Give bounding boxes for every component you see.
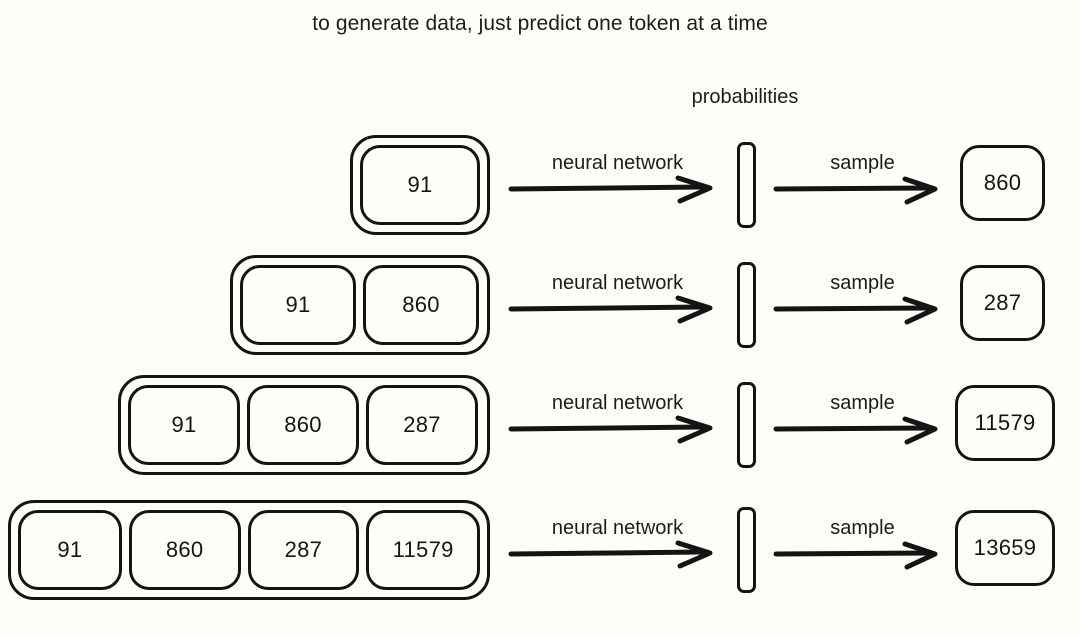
probabilities-bar (737, 507, 756, 593)
sampled-token-box: 287 (960, 265, 1045, 341)
neural-network-label: neural network (551, 392, 684, 414)
context-token: 11579 (366, 510, 480, 590)
arrow-glyph (508, 540, 713, 569)
neural-network-label: neural network (551, 517, 684, 539)
neural-network-label: neural network (551, 152, 684, 174)
sample-label: sample (830, 392, 895, 414)
probabilities-bar (737, 262, 756, 348)
generation-step-row: 91 860 287 neural network sample 11579 (0, 370, 1080, 490)
context-token: 91 (240, 265, 356, 345)
context-token: 860 (247, 385, 359, 465)
probabilities-caption: probabilities (691, 86, 799, 108)
context-token: 287 (366, 385, 478, 465)
arrow-glyph (508, 175, 713, 204)
sample-arrow: sample (773, 517, 950, 589)
arrow-glyph (773, 176, 938, 205)
sample-arrow: sample (773, 152, 950, 224)
context-token: 287 (247, 510, 360, 590)
context-token: 91 (128, 385, 240, 465)
probabilities-bar (737, 142, 756, 228)
context-sequence: 91 860 287 11579 (8, 500, 490, 600)
context-token: 860 (363, 265, 479, 345)
context-sequence: 91 860 287 (118, 375, 490, 475)
neural-network-arrow: neural network (508, 152, 725, 224)
diagram-title: to generate data, just predict one token… (312, 12, 768, 35)
context-token: 91 (360, 145, 480, 225)
sampled-token-box: 11579 (955, 385, 1055, 461)
sample-label: sample (830, 152, 895, 174)
probabilities-bar (737, 382, 756, 468)
context-token: 860 (128, 510, 241, 590)
context-sequence: 91 860 (230, 255, 490, 355)
arrow-glyph (773, 416, 938, 445)
sample-arrow: sample (773, 272, 950, 344)
neural-network-arrow: neural network (508, 392, 725, 464)
neural-network-arrow: neural network (508, 272, 725, 344)
arrow-glyph (508, 415, 713, 444)
arrow-glyph (508, 295, 713, 324)
neural-network-arrow: neural network (508, 517, 725, 589)
sampled-token-box: 860 (960, 145, 1045, 221)
sample-arrow: sample (773, 392, 950, 464)
context-sequence: 91 (350, 135, 490, 235)
sampled-token-box: 13659 (955, 510, 1055, 586)
context-token: 91 (18, 510, 122, 590)
generation-step-row: 91 860 287 11579 neural network sample 1… (0, 495, 1080, 615)
arrow-glyph (773, 296, 938, 325)
arrow-glyph (773, 541, 938, 570)
sample-label: sample (830, 272, 895, 294)
neural-network-label: neural network (551, 272, 684, 294)
sample-label: sample (830, 517, 895, 539)
generation-step-row: 91 neural network sample 860 (0, 130, 1080, 250)
generation-step-row: 91 860 neural network sample 287 (0, 250, 1080, 370)
